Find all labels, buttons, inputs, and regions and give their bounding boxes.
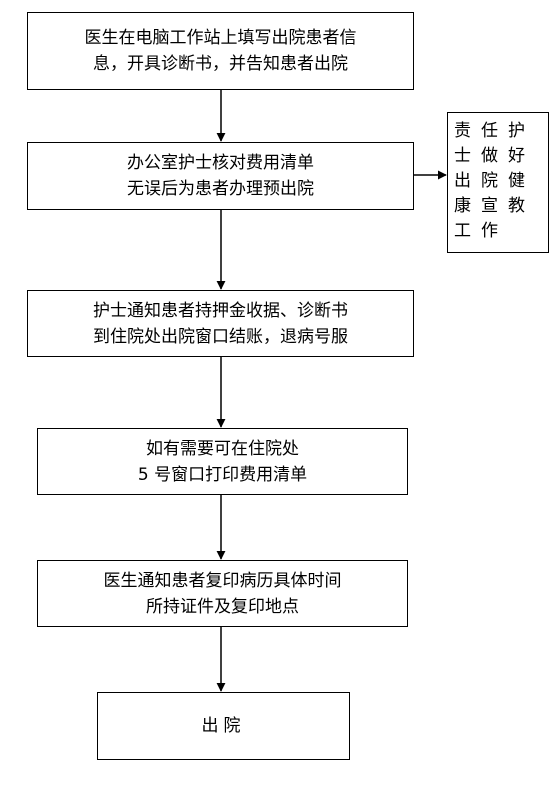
step-1-line-2: 息，开具诊断书，并告知患者出院 bbox=[93, 54, 348, 74]
side-note-line-3: 出院健 bbox=[454, 171, 535, 191]
step-4-line-1: 如有需要可在住院处 bbox=[146, 438, 299, 459]
step-copy-records-notice: 医生通知患者复印病历具体时间 所持证件及复印地点 bbox=[37, 560, 408, 627]
side-note-line-1: 责任护 bbox=[454, 121, 535, 141]
step-5-line-1: 医生通知患者复印病历具体时间 bbox=[103, 570, 342, 591]
step-5-line-2: 所持证件及复印地点 bbox=[146, 596, 299, 617]
step-checkout-at-window: 护士通知患者持押金收据、诊断书 到住院处出院窗口结账，退病号服 bbox=[27, 290, 414, 357]
step-3-line-2: 到住院处出院窗口结账，退病号服 bbox=[93, 326, 348, 347]
side-note-line-5: 工作 bbox=[454, 221, 508, 241]
step-doctor-fills-discharge-info: 医生在电脑工作站上填写出院患者信 息，开具诊断书，并告知患者出院 bbox=[27, 12, 414, 90]
step-print-bill: 如有需要可在住院处 5 号窗口打印费用清单 bbox=[37, 428, 408, 495]
step-2-line-2: 无误后为患者办理预出院 bbox=[127, 179, 314, 199]
step-discharge: 出院 bbox=[97, 692, 350, 760]
step-1-line-1: 医生在电脑工作站上填写出院患者信 bbox=[84, 28, 357, 48]
step-nurse-checks-bill: 办公室护士核对费用清单 无误后为患者办理预出院 bbox=[27, 142, 414, 210]
step-6-line-1: 出院 bbox=[201, 716, 246, 736]
side-note-line-2: 士做好 bbox=[454, 146, 535, 166]
step-2-line-1: 办公室护士核对费用清单 bbox=[127, 153, 314, 173]
step-3-line-1: 护士通知患者持押金收据、诊断书 bbox=[93, 300, 348, 321]
side-note-line-4: 康宣教 bbox=[454, 196, 535, 216]
step-4-line-2: 5 号窗口打印费用清单 bbox=[137, 464, 308, 485]
side-note-health-education: 责任护 士做好 出院健 康宣教 工作 bbox=[447, 112, 549, 253]
